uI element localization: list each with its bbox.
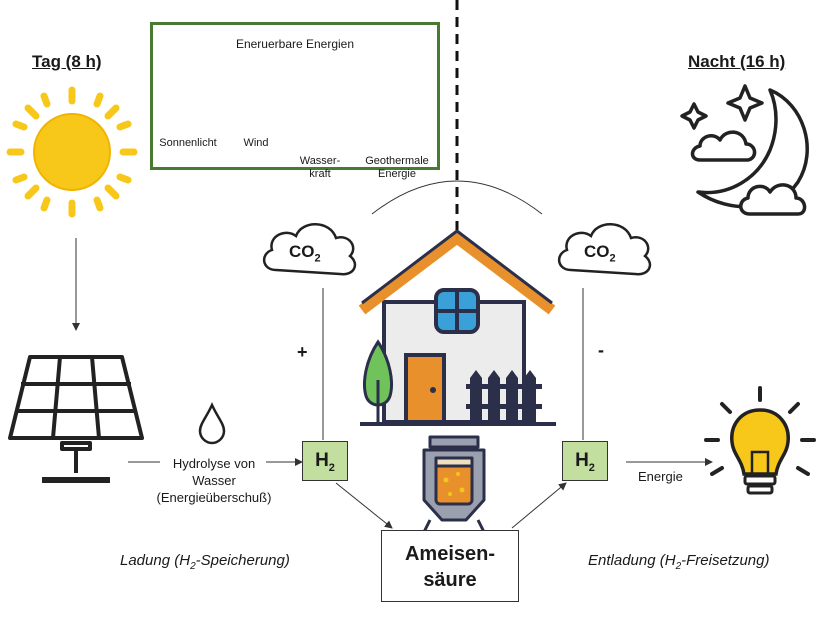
renewable-label-geothermal: Geothermale Energie: [365, 155, 429, 180]
renewables-box: Eneruerbare Energien Sonnenlicht Wind Wa…: [150, 22, 440, 180]
acid-to-h2-arrow: [511, 482, 567, 529]
co2-label-left: CO2: [289, 242, 321, 265]
renewable-label-wind: Wind: [243, 137, 269, 149]
moon-icon: [680, 84, 809, 216]
renewable-item-geothermal: Geothermale Energie: [357, 133, 437, 199]
charging-label: Ladung (H2-Speicherung): [120, 552, 290, 572]
formic-acid-line1: Ameisen-: [404, 543, 496, 565]
hydrolysis-line1: Hydrolyse von: [172, 456, 256, 471]
water-drop-icon: [198, 402, 226, 445]
formic-acid-line2: säure: [423, 569, 477, 591]
discharging-label: Entladung (H2-Freisetzung): [588, 552, 770, 572]
minus-sign: -: [598, 340, 604, 360]
sun-icon: [6, 86, 138, 218]
hydrolysis-line3: (Energieüberschuß): [156, 490, 272, 505]
h2-to-acid-arrow: [335, 482, 393, 529]
solar-panel-icon: [8, 355, 144, 483]
hydrolysis-line2: Wasser: [192, 473, 236, 488]
hydrolysis-label: Hydrolyse von Wasser (Energieüberschuß): [146, 455, 282, 506]
renewables-title: Eneruerbare Energien: [235, 37, 355, 51]
reactor-icon: [422, 435, 486, 533]
renewable-label-hydro: Wasser- kraft: [299, 155, 341, 180]
renewable-item-hydro: Wasser- kraft: [285, 133, 355, 199]
renewable-item-solar: Sonnenlicht: [153, 133, 223, 150]
plus-sign: +: [297, 342, 308, 362]
cycle-arc: [371, 180, 543, 215]
h2-box-right: H2: [562, 441, 608, 481]
h2-box-left: H2: [302, 441, 348, 481]
renewable-label-solar: Sonnenlicht: [159, 137, 217, 149]
light-bulb-icon: [704, 386, 816, 495]
formic-acid-box: Ameisen- säure: [381, 530, 519, 602]
night-title: Nacht (16 h): [688, 52, 786, 71]
house-icon: [358, 229, 556, 426]
co2-cloud-left-icon: [263, 223, 357, 276]
renewable-item-wind: Wind: [221, 133, 291, 150]
energy-label: Energie: [638, 469, 683, 484]
co2-cloud-right-icon: [558, 223, 652, 276]
co2-label-right: CO2: [584, 242, 616, 265]
day-title: Tag (8 h): [32, 52, 102, 71]
